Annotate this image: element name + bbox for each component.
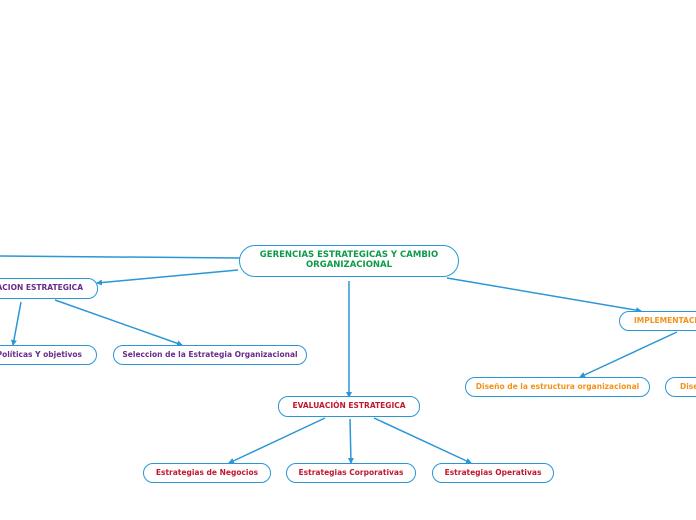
subtopic-estrategias-corporativas[interactable]: Estrategias Corporativas	[286, 463, 416, 483]
topic-evaluacion-estrategica[interactable]: EVALUACIÓN ESTRATEGICA	[278, 396, 420, 417]
subtopic-diseno-estructura-label: Diseño de la estructura organizacional	[475, 381, 640, 391]
topic-implementacion-label: IMPLEMENTACI	[634, 315, 696, 325]
connector-implementacion-estructura	[579, 331, 678, 378]
subtopic-estrategias-operativas-label: Estrategias Operativas	[444, 467, 542, 477]
root-topic-label: GERENCIAS ESTRATEGICAS Y CAMBIO ORGANIZA…	[259, 250, 439, 270]
connector-formulacion-seleccion	[54, 299, 183, 347]
root-topic[interactable]: GERENCIAS ESTRATEGICAS Y CAMBIO ORGANIZA…	[239, 245, 459, 277]
subtopic-politicas-objetivos-label: Políticas Y objetivos	[0, 349, 82, 359]
connector-root-implementacion	[446, 277, 642, 314]
connector-root-offscreen-left	[0, 255, 241, 259]
subtopic-politicas-objetivos[interactable]: Políticas Y objetivos	[0, 345, 97, 365]
topic-implementacion[interactable]: IMPLEMENTACI	[619, 311, 696, 331]
subtopic-seleccion-estrategia[interactable]: Seleccion de la Estrategia Organizaciona…	[113, 345, 307, 365]
subtopic-estrategias-negocios[interactable]: Estrategias de Negocios	[143, 463, 271, 483]
subtopic-estrategias-operativas[interactable]: Estrategias Operativas	[432, 463, 554, 483]
subtopic-seleccion-estrategia-label: Seleccion de la Estrategia Organizaciona…	[122, 349, 298, 359]
connector-evaluacion-operativas	[373, 417, 472, 464]
connector-evaluacion-corporativas	[347, 418, 354, 464]
connector-root-formulacion	[96, 269, 239, 286]
topic-formulacion-estrategica[interactable]: ACION ESTRATEGICA	[0, 278, 98, 299]
subtopic-diseno-offscreen-label: Dise	[680, 381, 696, 391]
subtopic-estrategias-corporativas-label: Estrategias Corporativas	[298, 467, 404, 477]
subtopic-diseno-offscreen[interactable]: Dise	[665, 377, 696, 397]
connector-formulacion-politicas	[10, 301, 22, 346]
connector-evaluacion-negocios	[228, 417, 326, 464]
topic-formulacion-estrategica-label: ACION ESTRATEGICA	[0, 283, 83, 293]
subtopic-estrategias-negocios-label: Estrategias de Negocios	[155, 467, 259, 477]
subtopic-diseno-estructura[interactable]: Diseño de la estructura organizacional	[465, 377, 650, 397]
topic-evaluacion-estrategica-label: EVALUACIÓN ESTRATEGICA	[292, 401, 406, 411]
